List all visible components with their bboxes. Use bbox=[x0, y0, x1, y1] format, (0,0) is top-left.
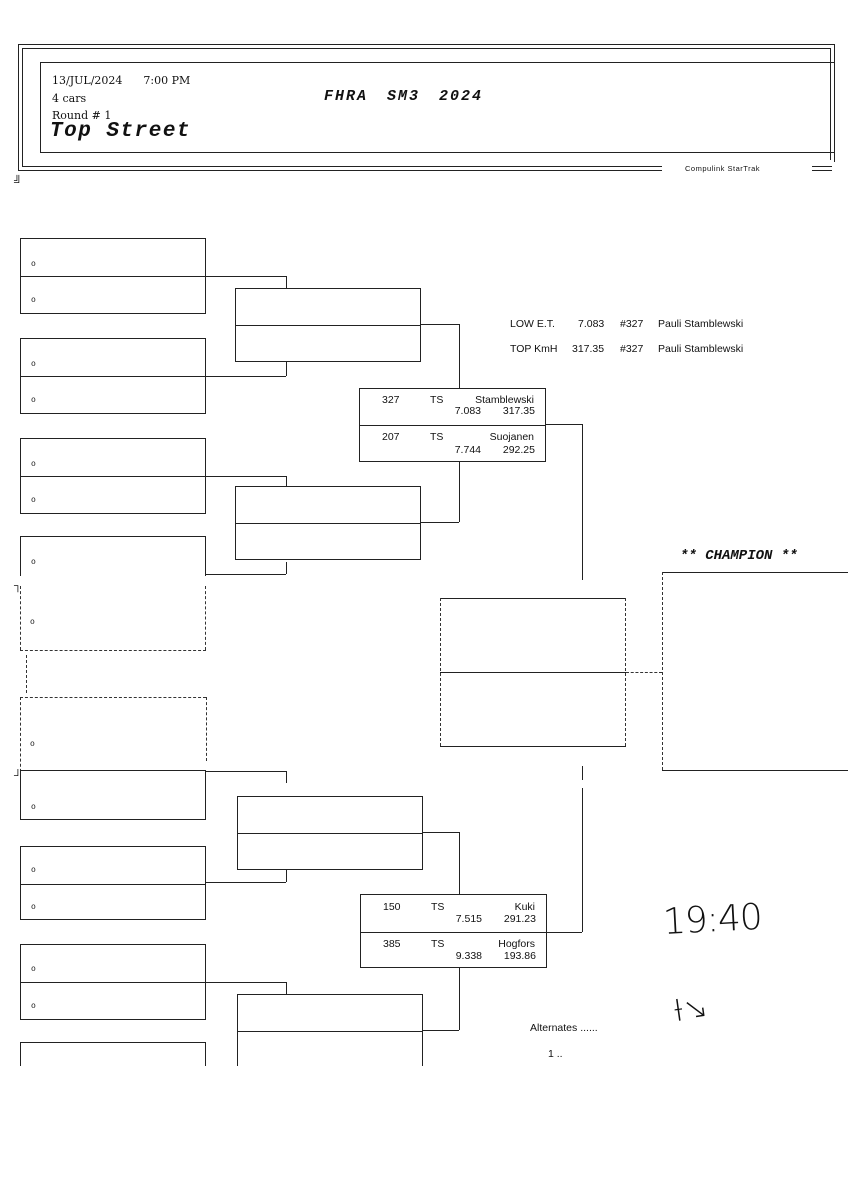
class-name: Top Street bbox=[50, 120, 192, 143]
racer-number: 150 bbox=[383, 901, 401, 913]
slot-marker: o bbox=[31, 965, 36, 974]
racer-speed: 292.25 bbox=[502, 444, 535, 456]
racer-name: Kuki bbox=[514, 901, 535, 913]
slot-marker: o bbox=[31, 1002, 36, 1011]
round1-pair-4: o bbox=[20, 536, 206, 576]
low-et-car: #327 bbox=[620, 318, 644, 330]
slot-marker: o bbox=[31, 903, 36, 912]
racer-name: Stamblewski bbox=[475, 394, 534, 406]
round1-pair-1: o o bbox=[20, 238, 206, 314]
slot-marker: o bbox=[31, 360, 36, 369]
round1-pair-5: o bbox=[20, 770, 206, 820]
event-title: FHRA SM3 2024 bbox=[324, 88, 484, 105]
car-count: 4 cars bbox=[52, 92, 87, 105]
racer-class: TS bbox=[430, 394, 444, 406]
low-et-value: 7.083 bbox=[578, 318, 605, 330]
racer-class: TS bbox=[431, 938, 445, 950]
racer-name: Suojanen bbox=[489, 431, 534, 443]
racer-speed: 193.86 bbox=[503, 950, 536, 962]
racer-et: 7.515 bbox=[455, 913, 482, 925]
corner-mark: ╝ bbox=[14, 176, 22, 188]
racer-speed: 291.23 bbox=[503, 913, 536, 925]
top-speed-label: TOP KmH bbox=[510, 343, 558, 355]
slot-marker: o bbox=[31, 460, 36, 469]
report-time: 7:00 PM bbox=[143, 74, 191, 87]
slot-marker: o bbox=[31, 866, 36, 875]
low-et-label: LOW E.T. bbox=[510, 318, 555, 330]
slot-marker: o bbox=[31, 803, 36, 812]
low-et-driver: Pauli Stamblewski bbox=[658, 318, 744, 330]
report-date: 13/JUL/2024 bbox=[52, 74, 123, 87]
racer-et: 9.338 bbox=[455, 950, 482, 962]
round2-pair-1 bbox=[235, 288, 421, 362]
slot-marker: o bbox=[30, 740, 35, 749]
racer-class: TS bbox=[430, 431, 444, 443]
round-number: Round # 1 bbox=[52, 109, 112, 122]
round1-pair-3: o o bbox=[20, 438, 206, 514]
top-speed-car: #327 bbox=[620, 343, 644, 355]
racer-class: TS bbox=[431, 901, 445, 913]
racer-number: 327 bbox=[382, 394, 400, 406]
alternates-label: Alternates ...... bbox=[530, 1022, 598, 1034]
racer-name: Hogfors bbox=[498, 938, 535, 950]
software-name: Compulink StarTrak bbox=[682, 164, 763, 173]
racer-et: 7.083 bbox=[454, 405, 481, 417]
racer-number: 207 bbox=[382, 431, 400, 443]
semifinal-top bbox=[359, 388, 546, 462]
slot-marker: o bbox=[31, 496, 36, 505]
slot-marker: o bbox=[30, 618, 35, 627]
top-speed-value: 317.35 bbox=[572, 343, 605, 355]
handwritten-time: 19:40 bbox=[662, 896, 763, 943]
round1-pair-2: o o bbox=[20, 338, 206, 414]
slot-marker: o bbox=[31, 260, 36, 269]
alternate-1: 1 .. bbox=[548, 1048, 563, 1060]
semifinal-bottom bbox=[360, 894, 547, 968]
top-speed-driver: Pauli Stamblewski bbox=[658, 343, 744, 355]
slot-marker: o bbox=[31, 296, 36, 305]
round1-pair-6: o o bbox=[20, 846, 206, 920]
round1-pair-8 bbox=[20, 1042, 206, 1066]
racer-number: 385 bbox=[383, 938, 401, 950]
champion-label: ** CHAMPION ** bbox=[680, 548, 798, 564]
round2-pair-3 bbox=[237, 796, 423, 870]
slot-marker: o bbox=[31, 396, 36, 405]
racer-speed: 317.35 bbox=[502, 405, 535, 417]
round1-pair-7: o o bbox=[20, 944, 206, 1020]
racer-et: 7.744 bbox=[454, 444, 481, 456]
round2-pair-4 bbox=[237, 994, 423, 1066]
round2-pair-2 bbox=[235, 486, 421, 560]
slot-marker: o bbox=[31, 558, 36, 567]
handwritten-initials: Ɨ↘ bbox=[671, 989, 711, 1030]
